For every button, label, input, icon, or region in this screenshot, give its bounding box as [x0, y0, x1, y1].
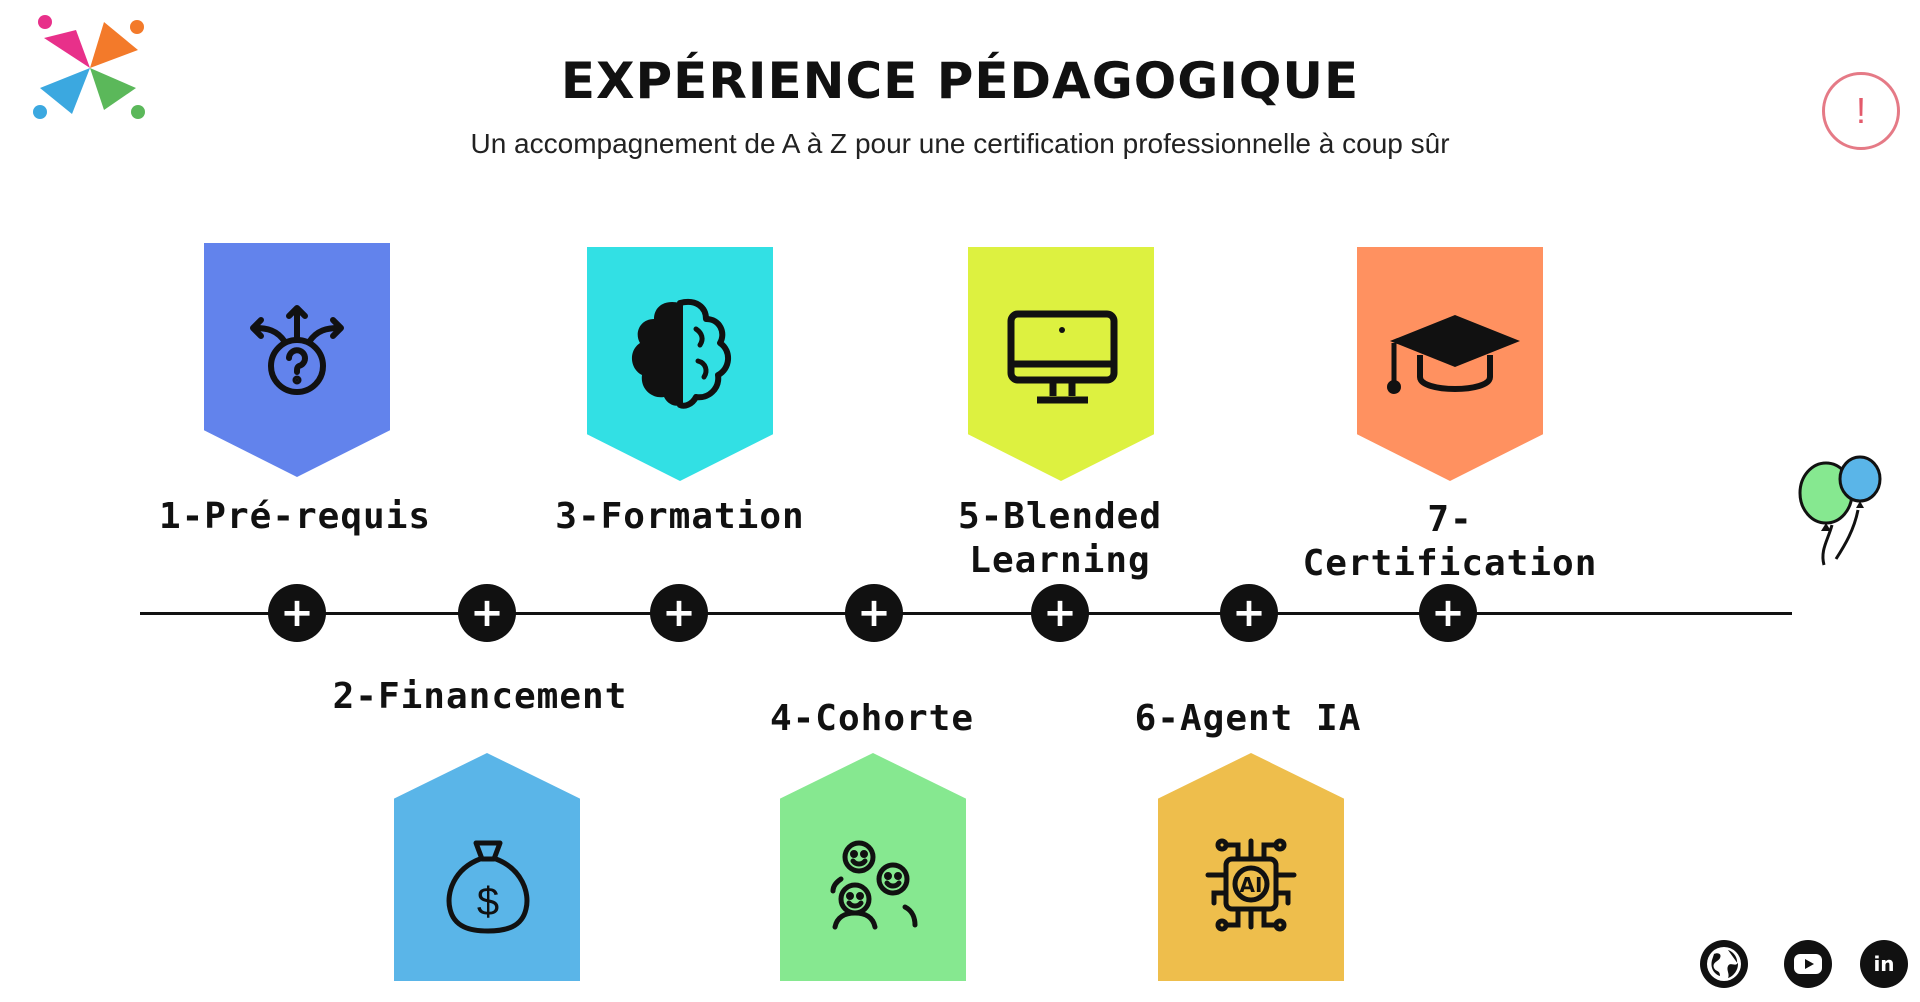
step-4-label: 4-Cohorte — [769, 698, 975, 739]
page-title: EXPÉRIENCE PÉDAGOGIQUE — [560, 52, 1360, 110]
youtube-link[interactable] — [1784, 940, 1832, 988]
plus-icon: + — [470, 590, 504, 636]
plus-icon: + — [280, 590, 314, 636]
step-6-label: 6-Agent IA — [1134, 698, 1362, 739]
path-choice-question-icon — [250, 305, 344, 395]
step-5-label-line2: Learning — [969, 540, 1151, 581]
step-5-label: 5-Blended Learning — [900, 495, 1220, 583]
plus-icon: + — [1431, 590, 1465, 636]
logo-pinwheel — [33, 15, 145, 119]
step-7-expand-button[interactable]: + — [1419, 584, 1477, 642]
step-2-expand-button[interactable]: + — [458, 584, 516, 642]
brand-logo — [33, 15, 145, 119]
step-3-expand-button[interactable]: + — [650, 584, 708, 642]
plus-icon: + — [662, 590, 696, 636]
step-2-banner — [394, 753, 580, 981]
plus-icon: + — [857, 590, 891, 636]
brain-icon — [631, 299, 731, 409]
alert-icon: ! — [1855, 90, 1866, 131]
group-people-icon — [830, 840, 918, 930]
youtube-icon — [1794, 954, 1822, 974]
step-6-expand-button[interactable]: + — [1220, 584, 1278, 642]
step-1-banner — [204, 243, 390, 477]
computer-monitor-icon — [1007, 310, 1118, 404]
timeline-line — [140, 612, 1792, 615]
step-1-expand-button[interactable]: + — [268, 584, 326, 642]
alert-button[interactable]: ! — [1822, 72, 1900, 150]
page-subtitle: Un accompagnement de A à Z pour une cert… — [470, 128, 1450, 159]
plus-icon: + — [1043, 590, 1077, 636]
step-7-label: 7-Certification — [1302, 499, 1598, 584]
step-5-expand-button[interactable]: + — [1031, 584, 1089, 642]
svg-text:AI: AI — [1240, 873, 1263, 897]
graduation-cap-icon — [1387, 315, 1520, 394]
svg-text:$: $ — [477, 880, 499, 924]
step-4-expand-button[interactable]: + — [845, 584, 903, 642]
globe-icon — [1707, 947, 1741, 981]
ai-chip-icon: AI — [1205, 838, 1297, 932]
plus-icon: + — [1232, 590, 1266, 636]
step-5-label-line1: 5-Blended — [957, 496, 1163, 537]
linkedin-link[interactable]: in — [1860, 940, 1908, 988]
balloons-icon — [1798, 455, 1882, 566]
website-link[interactable] — [1700, 940, 1748, 988]
step-2-label: 2-Financement — [332, 676, 628, 717]
step-4-banner — [780, 753, 966, 981]
step-1-label: 1-Pré-requis — [158, 496, 432, 537]
money-bag-icon: $ — [446, 840, 530, 934]
linkedin-icon: in — [1873, 952, 1895, 976]
step-3-label: 3-Formation — [555, 496, 805, 537]
